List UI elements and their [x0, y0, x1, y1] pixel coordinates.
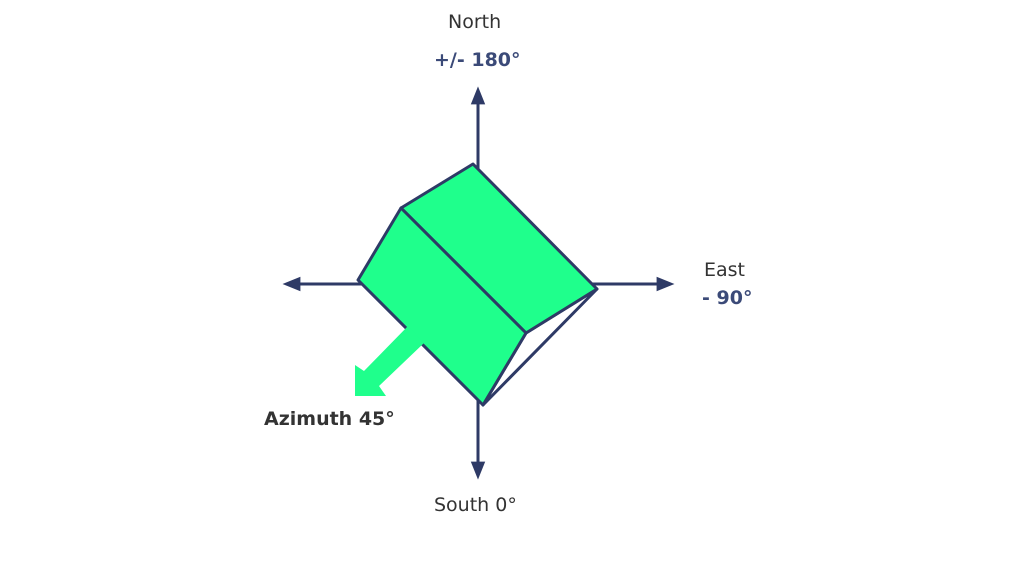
azimuth-label: Azimuth 45°	[264, 408, 395, 430]
panel-front-face	[356, 206, 528, 407]
north-label: North	[448, 11, 502, 33]
south-label: South 0°	[434, 494, 517, 516]
north-angle-label: +/- 180°	[434, 49, 521, 71]
east-label: East	[704, 259, 745, 281]
solar-panel	[356, 162, 599, 407]
azimuth-direction-arrow	[355, 326, 424, 396]
east-angle-label: - 90°	[702, 287, 753, 309]
